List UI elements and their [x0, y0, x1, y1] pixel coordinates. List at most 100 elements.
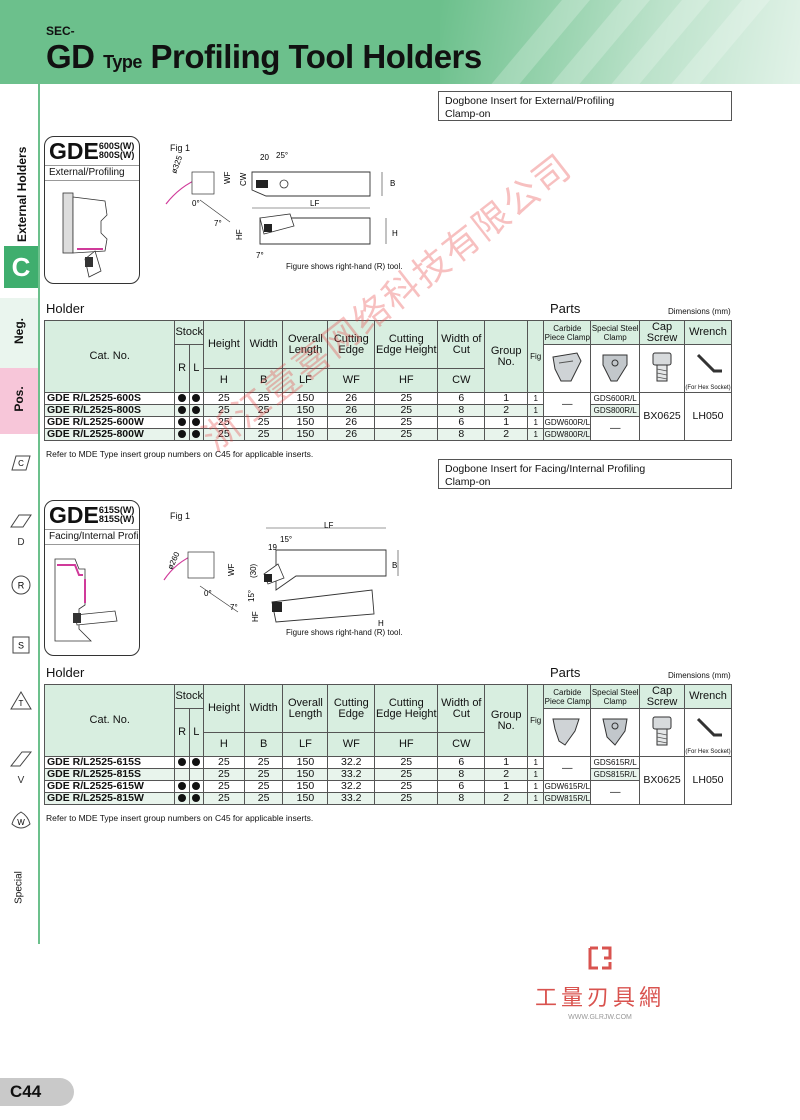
sym-hf: HF: [374, 368, 439, 393]
tab-positive[interactable]: Pos.: [0, 368, 38, 434]
wrench-note: (For Hex Socket): [685, 385, 731, 391]
sidebar-item-v[interactable]: V: [6, 748, 36, 802]
sym-cw: CW: [437, 732, 486, 757]
cutting-edge-cell: 26: [327, 392, 376, 405]
width-of-cut-cell: 8: [437, 768, 486, 781]
header-r: R: [174, 708, 190, 757]
steel-clamp-image: [590, 708, 641, 757]
section1-model-sub: 600S(W)800S(W): [98, 141, 135, 160]
svg-text:WF: WF: [223, 171, 232, 184]
header-wrench: Wrench: [684, 320, 732, 345]
sym-lf: LF: [282, 368, 329, 393]
stock-l-cell: [188, 392, 205, 405]
header-fig: Fig: [527, 320, 545, 393]
svg-text:H: H: [378, 619, 384, 628]
sidebar-item-c[interactable]: C: [6, 452, 36, 506]
tab-c[interactable]: C: [4, 246, 38, 288]
cutting-height-cell: 25: [374, 392, 439, 405]
sym-hf: HF: [374, 732, 439, 757]
width-of-cut-cell: 8: [437, 404, 486, 417]
wrench-note: (For Hex Socket): [685, 749, 731, 755]
page-number: C44: [0, 1078, 74, 1106]
height-cell: 25: [203, 792, 245, 805]
group-no-cell: 1: [484, 780, 529, 793]
cutting-edge-cell: 26: [327, 404, 376, 417]
carbide-clamp-cell: GDW815R/L: [543, 792, 592, 805]
square-insert-icon: S: [12, 636, 30, 654]
carbide-clamp-icon: [552, 718, 580, 746]
stock-l-cell: [188, 792, 205, 805]
header-cap-screw: Cap Screw: [639, 684, 685, 709]
sidebar-item-t[interactable]: T: [6, 690, 36, 744]
section1-desc-line2: Clamp-on: [445, 108, 491, 120]
width-cell: 25: [243, 792, 284, 805]
sidebar-item-r[interactable]: R: [6, 574, 36, 628]
stock-r-cell: [174, 756, 190, 769]
sidebar-item-s[interactable]: S: [6, 634, 36, 688]
width-of-cut-cell: 8: [437, 792, 486, 805]
sidebar-item-w[interactable]: W: [6, 810, 36, 864]
sidebar-item-special[interactable]: Special: [0, 860, 38, 920]
svg-text:19: 19: [268, 543, 277, 552]
logo-mark-icon: [588, 946, 612, 970]
header-height: Height: [203, 320, 245, 369]
svg-text:25°: 25°: [276, 151, 288, 160]
cat-no-cell: GDE R/L2525-615S: [43, 756, 176, 769]
sidebar-item-d-label: D: [17, 537, 25, 548]
triangle-insert-icon: T: [10, 691, 32, 710]
tab-positive-label: Pos.: [12, 386, 26, 412]
sym-wf: WF: [327, 732, 376, 757]
stock-l-cell: [188, 756, 205, 769]
overall-length-cell: 150: [282, 416, 329, 429]
facing-internal-illustration: [54, 558, 118, 642]
carbide-clamp-cell: GDW600R/L: [543, 416, 592, 429]
section1-desc-line1: Dogbone Insert for External/Profiling: [445, 95, 615, 107]
stock-r-cell: [174, 768, 190, 781]
svg-text:7°: 7°: [214, 219, 222, 228]
wrench-image: (For Hex Socket): [684, 344, 732, 393]
tab-external-holders[interactable]: External Holders: [6, 146, 38, 244]
section2-desc-line2: Clamp-on: [445, 476, 491, 488]
section2-model-title: GDE615S(W)815S(W): [45, 501, 139, 529]
stock-dot-icon: [192, 782, 201, 791]
tab-external-label: External Holders: [15, 146, 29, 242]
fig-cell: 1: [527, 792, 545, 805]
section2-dimension-drawing: ø260 LF 15° 19 WF (30) B 15° 0° 7° HF H: [163, 521, 399, 628]
logo-cn-text: 工量刃具網: [534, 985, 665, 1010]
hex-wrench-icon: [696, 717, 722, 737]
header-steel-clamp: Special Steel Clamp: [590, 320, 641, 345]
section1-description: Dogbone Insert for External/Profiling Cl…: [438, 91, 732, 121]
header-overall-length: Overall Length: [282, 684, 329, 733]
overall-length-cell: 150: [282, 780, 329, 793]
section2-holder-label: Holder: [46, 665, 85, 680]
sym-b: B: [243, 368, 284, 393]
section1-model-main: GDE: [49, 138, 99, 164]
steel-clamp-image: [590, 344, 641, 393]
tab-negative[interactable]: Neg.: [0, 298, 38, 368]
carbide-clamp-cell: GDW800R/L: [543, 428, 592, 441]
width-of-cut-cell: 6: [437, 780, 486, 793]
title-part1: GD: [46, 38, 95, 75]
fig-cell: 1: [527, 404, 545, 417]
group-no-cell: 1: [484, 392, 529, 405]
header-band: SEC- GD Type Profiling Tool Holders: [0, 0, 800, 84]
stock-r-cell: [174, 780, 190, 793]
sidebar-item-d[interactable]: D: [6, 510, 36, 564]
section2-parts-label: Parts: [550, 665, 581, 680]
sym-h: H: [203, 368, 245, 393]
width-cell: 25: [243, 428, 284, 441]
header-fade: [440, 0, 800, 84]
stock-dot-icon: [178, 418, 187, 427]
stock-dot-icon: [178, 758, 187, 767]
site-logo: 工量刃具網 WWW.GLRJW.COM: [520, 940, 680, 1021]
stock-dot-icon: [178, 394, 187, 403]
stock-dot-icon: [192, 758, 201, 767]
group-no-cell: 2: [484, 404, 529, 417]
svg-text:S: S: [18, 641, 24, 651]
width-cell: 25: [243, 404, 284, 417]
section2-dims-note: Dimensions (mm): [668, 671, 731, 680]
logo-url: WWW.GLRJW.COM: [568, 1014, 632, 1021]
